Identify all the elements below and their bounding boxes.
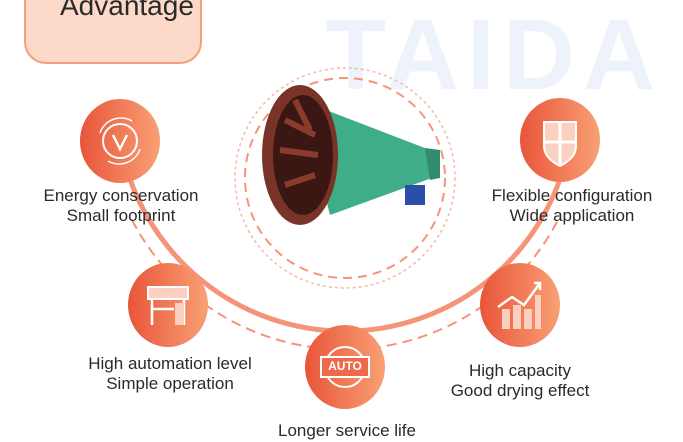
caption-flexible: Flexible configuration Wide application (492, 186, 653, 226)
caption-line2: Simple operation (106, 374, 234, 393)
caption-line1: Energy conservation (43, 186, 199, 205)
caption-line2: Small footprint (66, 206, 176, 225)
watermark: TAIDA (325, 0, 664, 111)
shield-icon (543, 121, 577, 168)
energy-cycle-icon (99, 117, 141, 165)
title-box: Advantage (24, 0, 202, 64)
dashed-circle (244, 77, 446, 279)
caption-line2: Wide application (509, 206, 635, 225)
caption-line1: High capacity (468, 361, 572, 380)
energy-conservation-node (80, 99, 160, 183)
auto-badge-icon (320, 346, 370, 388)
caption-line2: Good drying effect (450, 381, 590, 400)
caption-energy: Energy conservation Small footprint (44, 186, 199, 226)
caption-automation: High automation level Simple operation (88, 354, 251, 394)
capacity-node (480, 263, 560, 347)
workstation-icon (147, 286, 189, 325)
dotted-circle (234, 67, 456, 289)
automation-node (128, 263, 208, 347)
caption-line1: High automation level (88, 354, 252, 373)
auto-badge-text: AUTO (328, 359, 362, 373)
growth-chart-icon (497, 281, 542, 329)
caption-service-life: Longer service life (278, 421, 416, 441)
rotary-dryer-image (262, 85, 440, 225)
service-life-node: AUTO (305, 325, 385, 409)
page-title: Advantage (60, 0, 194, 21)
caption-capacity: High capacity Good drying effect (451, 361, 590, 401)
caption-line1: Flexible configuration (491, 186, 653, 205)
caption-line1: Longer service life (278, 421, 416, 440)
flexible-configuration-node (520, 98, 600, 182)
